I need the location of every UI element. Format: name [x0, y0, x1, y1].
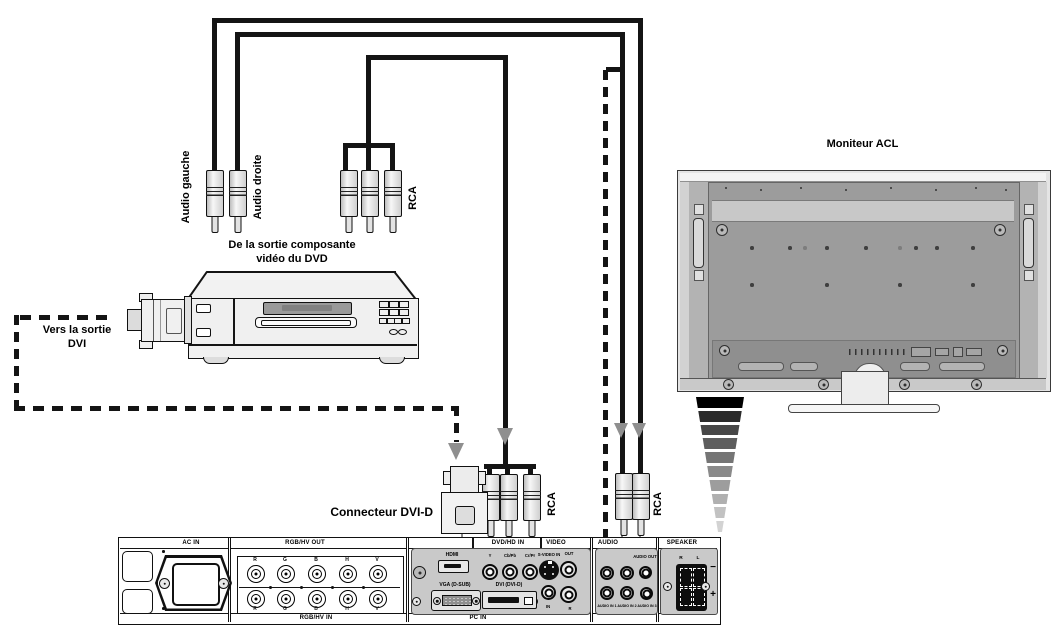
audio-section — [595, 548, 658, 615]
pc-in-label: PC IN — [469, 615, 487, 621]
dvd-display — [263, 302, 352, 315]
dvi-label: DVI (DVI-D) — [495, 582, 523, 588]
component-cb-label: Cb/Pb — [503, 553, 517, 558]
rca-component-label: RCA — [546, 492, 558, 516]
audio-label: AUDIO — [597, 540, 619, 546]
audio-out-label: AUDIO OUT — [633, 554, 657, 559]
audio-jack-2l — [620, 566, 634, 580]
dvi-connector-label: Connecteur DVI-D — [330, 505, 433, 519]
monitor-stand-neck — [841, 371, 889, 407]
bnc-in-h — [339, 590, 357, 608]
monitor-label: Moniteur ACL — [826, 138, 899, 150]
zoom-callout-arrow — [696, 397, 744, 534]
component-y-jack — [481, 563, 498, 580]
ac-in-label: AC IN — [182, 540, 200, 546]
bnc-out-h — [339, 565, 357, 583]
rca-plug-audioin-1 — [615, 473, 633, 536]
rca-top-label: RCA — [407, 186, 419, 210]
video-r-jack — [560, 586, 577, 603]
audio-in2-label: AUDIO IN 2 — [617, 604, 637, 608]
audio-out-jack-r — [640, 587, 653, 600]
audio-jack-1r — [600, 586, 614, 600]
bnc-label-v: V — [375, 557, 379, 563]
speaker-plus-label: + — [710, 589, 716, 600]
bnc-out-b — [308, 565, 326, 583]
dvd-power-button — [196, 304, 211, 313]
bnc-in-r — [247, 590, 265, 608]
rca-audio-label: RCA — [652, 492, 664, 516]
video-in-label: IN — [545, 604, 551, 609]
s-video-jack — [539, 560, 559, 580]
down-arrow-icon — [497, 428, 513, 445]
audio-jack-1l — [600, 566, 614, 580]
dvd-hd-in-label: DVD/HD IN — [491, 540, 525, 546]
audio-left-label: Audio gauche — [180, 150, 192, 224]
dvd-disc-tray — [255, 317, 357, 328]
video-label: VIDEO — [546, 540, 566, 546]
vga-port — [431, 590, 481, 611]
audio-out-jack-l — [639, 566, 652, 579]
monitor-stand-base — [788, 404, 940, 413]
video-out-label: OUT — [564, 551, 574, 556]
component-source-label: De la sortie composante vidéo du DVD — [228, 239, 356, 265]
audio-jack-2r — [620, 586, 634, 600]
audio-in3-label: AUDIO IN 3 — [637, 604, 657, 608]
down-arrow-icon — [632, 423, 646, 438]
bnc-in-v — [369, 590, 387, 608]
rgbhv-in-label: RGB/HV IN — [299, 615, 333, 621]
hdmi-port — [438, 560, 469, 573]
bnc-in-g — [277, 590, 295, 608]
speaker-label: SPEAKER — [666, 540, 698, 546]
bnc-label-h: H — [345, 557, 349, 563]
bnc-label-b: B — [314, 557, 318, 563]
s-video-in-label: S-VIDEO IN — [537, 552, 561, 557]
video-out-jack — [560, 561, 577, 578]
monitor-handle-left — [693, 218, 704, 268]
audio-in1-label: AUDIO IN 1 — [597, 604, 617, 608]
rca-plug-audio-left — [206, 170, 224, 233]
audio-right-label: Audio droite — [252, 154, 264, 220]
bnc-label-r: R — [253, 557, 257, 563]
component-cb-jack — [501, 563, 518, 580]
component-cr-label: Cr/Pr — [524, 553, 536, 558]
rca-plug-ydvd-2 — [500, 474, 518, 537]
speaker-minus-label: − — [710, 562, 716, 573]
speaker-r-label: R — [679, 556, 683, 561]
dvi-port — [482, 591, 537, 609]
rca-plug-audioin-2 — [632, 473, 650, 536]
bnc-out-r — [247, 565, 265, 583]
down-arrow-icon — [614, 423, 628, 438]
bnc-out-g — [277, 565, 295, 583]
down-arrow-icon — [448, 443, 464, 460]
hdmi-label: HDMI — [445, 552, 459, 558]
video-in-jack — [541, 585, 556, 600]
bnc-in-b — [308, 590, 326, 608]
dvi-out-label: Vers la sortie DVI — [42, 324, 112, 350]
speaker-l-label: L — [696, 556, 700, 561]
rca-plug-ydvd-3 — [523, 474, 541, 537]
rca-plug-component-1 — [340, 170, 358, 233]
rgbhv-out-label: RGB/HV OUT — [285, 540, 325, 546]
rca-plug-component-2 — [361, 170, 379, 233]
component-y-label: Y — [488, 553, 492, 558]
bnc-out-v — [369, 565, 387, 583]
rca-plug-component-3 — [384, 170, 402, 233]
monitor-handle-right — [1023, 218, 1034, 268]
video-r-label: R — [568, 606, 572, 611]
bnc-label-g: G — [283, 557, 287, 563]
component-cr-jack — [521, 563, 538, 580]
rca-plug-audio-right — [229, 170, 247, 233]
vga-label: VGA (D-SUB) — [439, 582, 471, 588]
